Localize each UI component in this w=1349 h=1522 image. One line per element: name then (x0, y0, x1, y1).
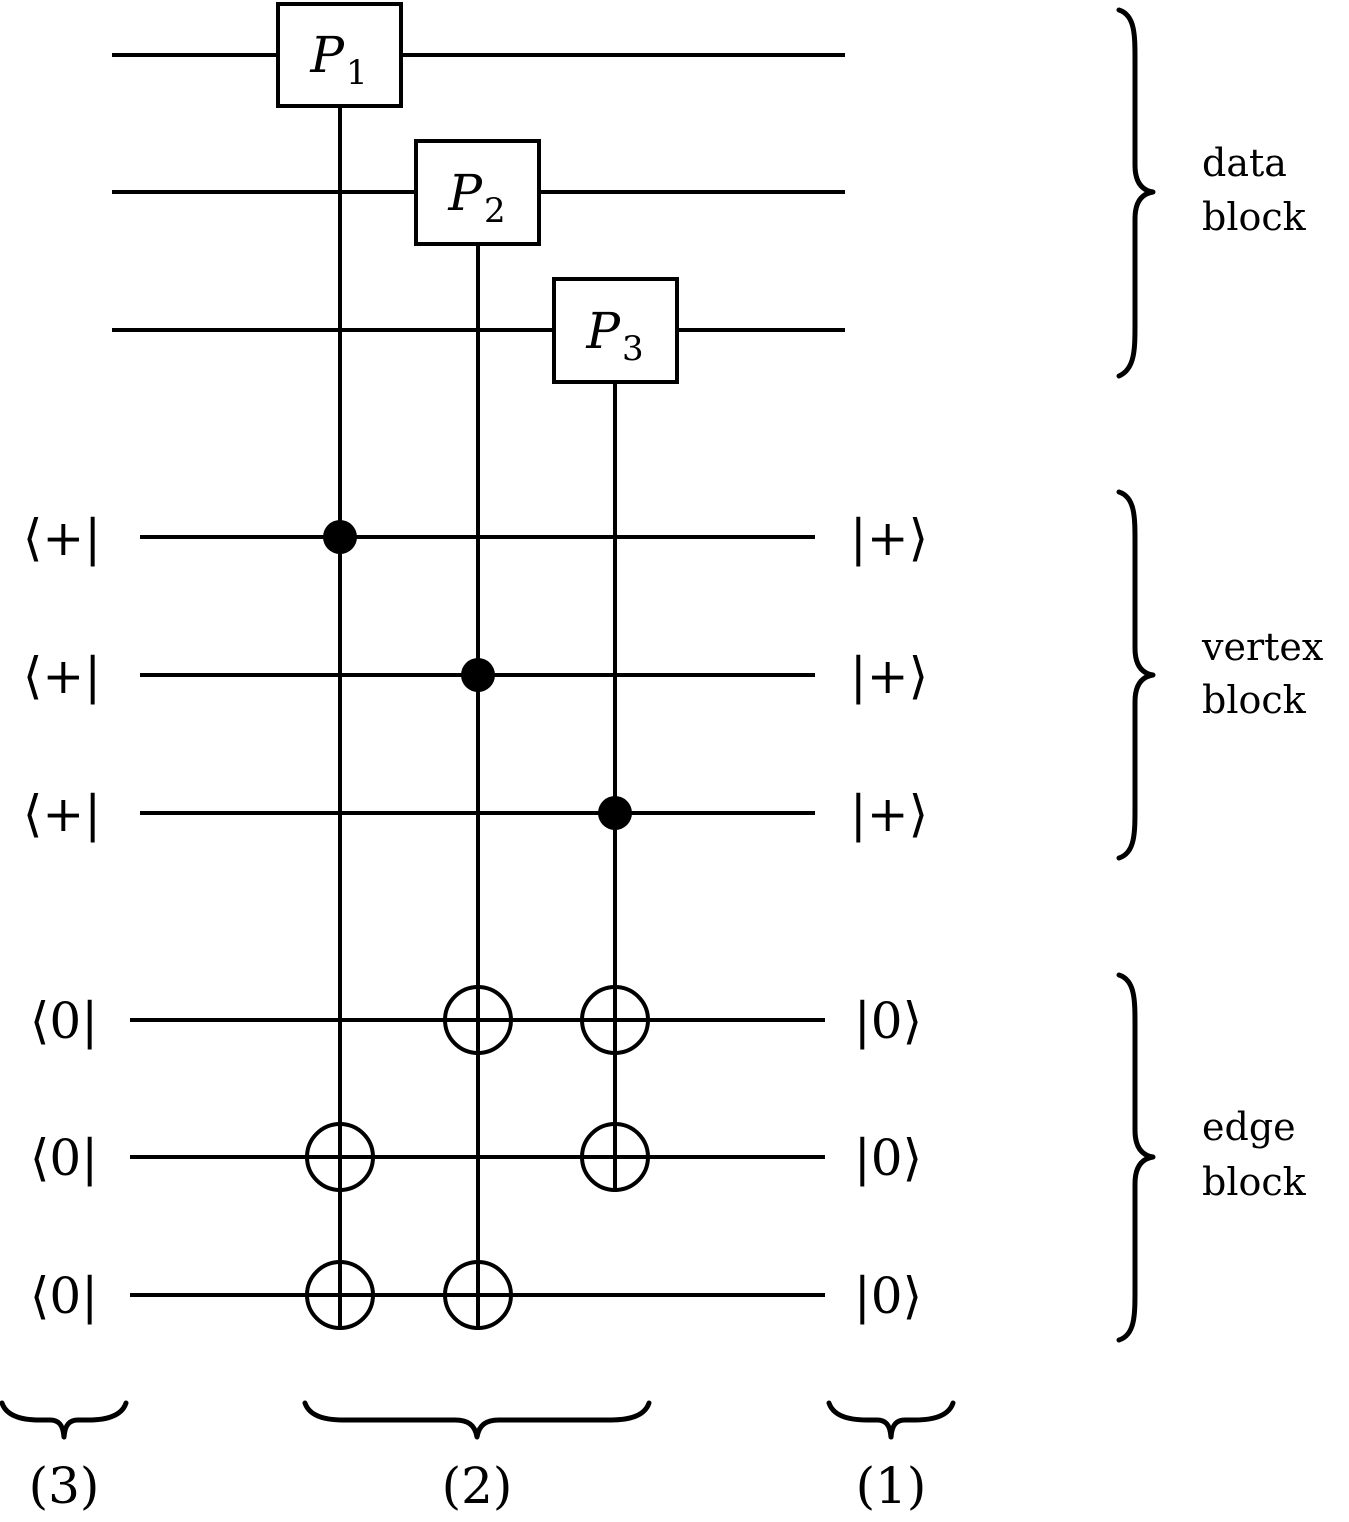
stage-label-2: (2) (442, 1457, 513, 1515)
svg-text:P3: P3 (585, 302, 643, 369)
gate-p3: P3 (552, 277, 679, 384)
data-block-label-line2: block (1202, 195, 1307, 239)
cnot-target (305, 1260, 375, 1330)
output-vertex-2: |+⟩ (850, 647, 928, 705)
output-vertex-3: |+⟩ (850, 785, 928, 843)
data-block-brace (1116, 7, 1156, 379)
vertex-block-brace (1116, 489, 1156, 861)
control-dot (461, 658, 495, 692)
input-vertex-1: ⟨+| (23, 509, 101, 567)
output-vertex-1: |+⟩ (850, 509, 928, 567)
control-dot (323, 520, 357, 554)
cnot-target (443, 985, 513, 1055)
cnot-target (443, 1260, 513, 1330)
output-edge-1: |0⟩ (854, 992, 922, 1050)
svg-text:P1: P1 (309, 26, 367, 93)
output-edge-3: |0⟩ (854, 1267, 922, 1325)
edge-block-brace (1116, 972, 1156, 1343)
stage-2-brace (302, 1400, 652, 1440)
input-edge-3: ⟨0| (30, 1267, 98, 1325)
edge-block-label-line2: block (1202, 1160, 1307, 1204)
edge-block-label-line1: edge (1202, 1105, 1296, 1149)
input-vertex-2: ⟨+| (23, 647, 101, 705)
stage-3-brace (0, 1400, 129, 1440)
output-edge-2: |0⟩ (854, 1129, 922, 1187)
gate-p1: P1 (276, 2, 403, 108)
input-vertex-3: ⟨+| (23, 785, 101, 843)
cnot-target (580, 1122, 650, 1192)
stage-label-1: (1) (856, 1457, 927, 1515)
input-edge-2: ⟨0| (30, 1129, 98, 1187)
svg-text:P2: P2 (447, 164, 505, 231)
cnot-target (305, 1122, 375, 1192)
data-block-label-line1: data (1202, 141, 1287, 185)
input-edge-1: ⟨0| (30, 992, 98, 1050)
vertex-block-label-line1: vertex (1201, 625, 1323, 669)
gate-p2: P2 (414, 139, 541, 246)
stage-label-3: (3) (29, 1457, 100, 1515)
stage-1-brace (826, 1400, 956, 1440)
vertex-block-label-line2: block (1202, 678, 1307, 722)
cnot-target (580, 985, 650, 1055)
control-dot (598, 796, 632, 830)
